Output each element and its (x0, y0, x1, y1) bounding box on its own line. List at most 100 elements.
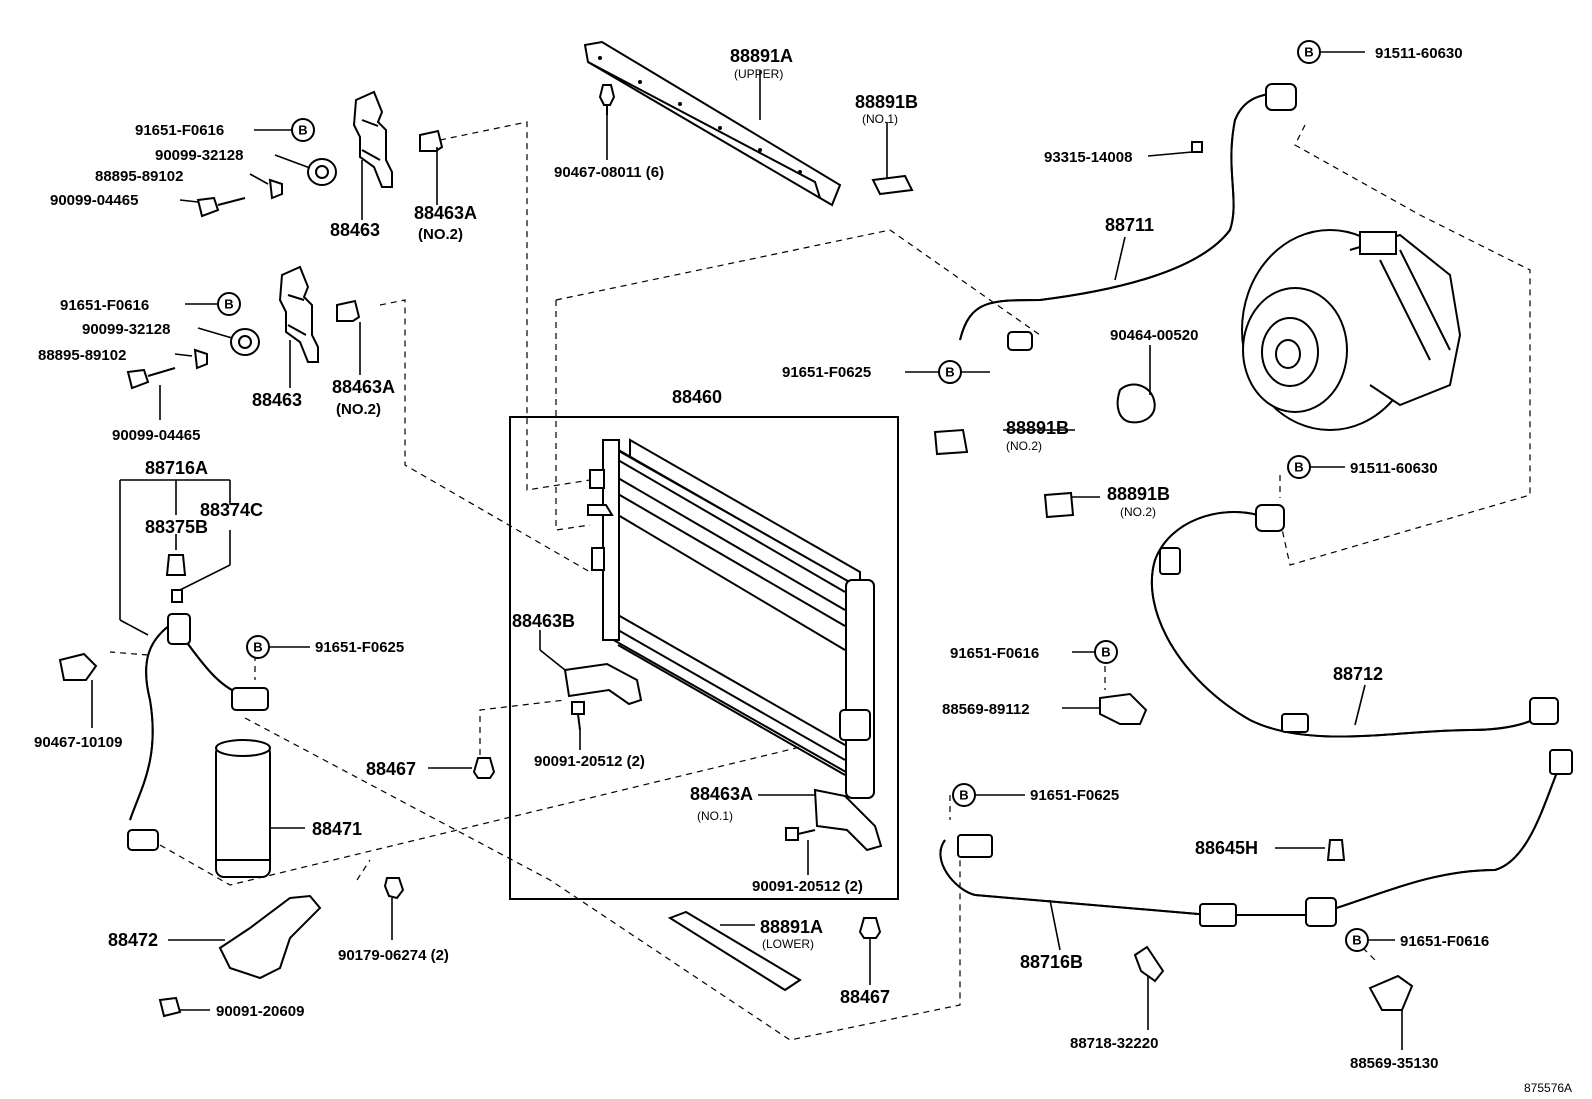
label-93315-14008: 93315-14008 (1044, 149, 1132, 166)
bracket-88463B (563, 662, 643, 706)
label-91651-F0625-dryer: 91651-F0625 (315, 639, 404, 656)
label-no2-b: (NO.2) (336, 401, 381, 418)
label-88467-a: 88467 (366, 759, 416, 779)
diagram-id: 875576A (1524, 1081, 1572, 1095)
part-labels: 88891A (UPPER) 88891B (NO.1) 90467-08011… (34, 45, 1572, 1095)
svg-text:B: B (1304, 45, 1313, 60)
label-88374C: 88374C (200, 500, 263, 520)
label-88711: 88711 (1105, 215, 1154, 235)
cushion-88891B-no2-b (1043, 491, 1075, 519)
bolt-marker-compressor-mid: B (1287, 455, 1311, 479)
clip-88467-a (472, 757, 496, 779)
label-88472: 88472 (108, 930, 158, 950)
label-88467-b: 88467 (840, 987, 890, 1007)
label-88891B-no2-b: 88891B (1107, 484, 1170, 504)
hose-88716A (58, 554, 269, 851)
svg-text:B: B (253, 640, 262, 655)
label-90179-06274: 90179-06274 (2) (338, 947, 449, 964)
bolt-marker-upper-left-a: B (291, 118, 315, 142)
hose-88711 (959, 83, 1297, 424)
label-88645H: 88645H (1195, 838, 1258, 858)
label-90467-08011: 90467-08011 (6) (554, 164, 664, 181)
label-90091-20512-b: 90091-20512 (2) (752, 878, 863, 895)
label-90091-20609: 90091-20609 (216, 1003, 304, 1020)
dryer-bracket (218, 894, 322, 980)
label-lower: (LOWER) (762, 937, 814, 951)
bolts-90091-20512 (571, 701, 816, 841)
upper-support-bar (583, 40, 842, 207)
label-91651-F0616-b: 91651-F0616 (60, 297, 149, 314)
pipe-88716B (939, 749, 1573, 927)
label-88891B-no1: 88891B (855, 92, 918, 112)
svg-text:B: B (959, 788, 968, 803)
label-90099-04465-b: 90099-04465 (112, 427, 200, 444)
label-88716A: 88716A (145, 458, 208, 478)
condenser-group-frame (509, 416, 899, 900)
label-88712: 88712 (1333, 664, 1383, 684)
cushion-88891B-no1 (871, 174, 914, 196)
label-88471: 88471 (312, 819, 362, 839)
fasteners-upper-left (126, 158, 337, 390)
label-88569-35130: 88569-35130 (1350, 1055, 1438, 1072)
label-no1: (NO.1) (862, 112, 898, 126)
bolt-90091-20609 (158, 996, 182, 1018)
svg-text:B: B (945, 365, 954, 380)
label-88460: 88460 (672, 387, 722, 407)
cushion-88463A-lower (336, 299, 361, 322)
label-91651-F0625-pipe: 91651-F0625 (1030, 787, 1119, 804)
label-88895-89102-b: 88895-89102 (38, 347, 126, 364)
label-91511-60630-top: 91511-60630 (1375, 45, 1463, 62)
svg-text:B: B (224, 297, 233, 312)
hose-88712 (1150, 504, 1559, 738)
label-91511-60630-mid: 91511-60630 (1350, 460, 1438, 477)
label-88463A-no1: 88463A (690, 784, 753, 804)
label-88463A-b: 88463A (332, 377, 395, 397)
label-88895-89102-a: 88895-89102 (95, 168, 183, 185)
label-88463-b: 88463 (252, 390, 302, 410)
bolt-marker-pipe-88716B: B (952, 783, 976, 807)
label-no1-b: (NO.1) (697, 809, 733, 823)
label-88718-32220: 88718-32220 (1070, 1035, 1158, 1052)
label-90099-04465-a: 90099-04465 (50, 192, 138, 209)
label-90464-00520: 90464-00520 (1110, 327, 1198, 344)
label-no2-c: (NO.2) (1006, 439, 1042, 453)
label-91651-F0625-hose: 91651-F0625 (782, 364, 871, 381)
label-90467-10109: 90467-10109 (34, 734, 122, 751)
label-88463B: 88463B (512, 611, 575, 631)
label-91651-F0616-d: 91651-F0616 (1400, 933, 1489, 950)
label-88891B-no2-a: 88891B (1006, 418, 1069, 438)
lower-support-bar (667, 910, 802, 992)
label-90099-32128-b: 90099-32128 (82, 321, 170, 338)
bolt-marker-hose-88711: B (938, 360, 962, 384)
label-91651-F0616-c: 91651-F0616 (950, 645, 1039, 662)
compressor (1241, 229, 1462, 431)
label-88716B: 88716B (1020, 952, 1083, 972)
label-no2-a: (NO.2) (418, 226, 463, 243)
condenser-core (587, 438, 875, 799)
label-88463-a: 88463 (330, 220, 380, 240)
svg-text:B: B (298, 123, 307, 138)
dashed-reference-lines (109, 121, 1531, 1041)
label-88891A-lower: 88891A (760, 917, 823, 937)
bracket-88569-89112 (1099, 692, 1148, 725)
svg-text:B: B (1352, 933, 1361, 948)
label-90099-32128-a: 90099-32128 (155, 147, 243, 164)
label-88375B: 88375B (145, 517, 208, 537)
bolt-marker-88569-35130: B (1345, 928, 1369, 952)
label-88891A-upper: 88891A (730, 46, 793, 66)
bracket-88463A-no1 (813, 788, 883, 852)
clip-90467-08011 (598, 84, 616, 115)
nut-90179-06274 (383, 877, 405, 900)
bracket-88463-upper (352, 90, 393, 188)
label-88569-89112: 88569-89112 (942, 701, 1030, 718)
bolt-marker-upper-left-b: B (217, 292, 241, 316)
label-90091-20512-a: 90091-20512 (2) (534, 753, 645, 770)
receiver-dryer (215, 739, 271, 878)
clip-88718-32220 (1133, 945, 1165, 983)
label-no2-d: (NO.2) (1120, 505, 1156, 519)
label-88463A-a: 88463A (414, 203, 477, 223)
bolt-marker-dryer: B (246, 635, 270, 659)
cushion-88891B-no2-a (933, 428, 969, 456)
